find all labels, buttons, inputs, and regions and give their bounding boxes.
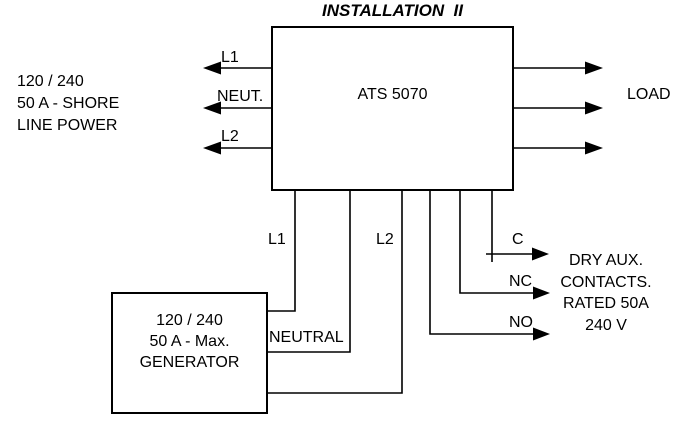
diagram-title: INSTALLATION II xyxy=(321,1,464,20)
aux-c-wire xyxy=(486,190,549,262)
load-wire-3 xyxy=(513,141,603,155)
generator-neutral-wire xyxy=(267,190,351,353)
aux-c-label: C xyxy=(512,231,524,248)
aux-contacts-line: DRY AUX. xyxy=(568,252,644,269)
generator-line: GENERATOR xyxy=(139,354,240,371)
load-label: LOAD xyxy=(627,86,671,103)
generator-neutral-label: NEUTRAL xyxy=(269,329,344,346)
generator-l2-wire xyxy=(267,190,403,394)
generator-line: 50 A - Max. xyxy=(149,333,230,350)
shore-neutral-label: NEUT. xyxy=(217,88,264,105)
generator-l1-wire xyxy=(267,190,296,312)
shore-l2-label: L2 xyxy=(221,128,239,145)
generator-l2-label: L2 xyxy=(376,231,394,248)
shore-power-text: 120 / 240 50 A - SHORE LINE POWER xyxy=(17,71,119,137)
ats-label: ATS 5070 xyxy=(357,86,428,103)
shore-l1-label: L1 xyxy=(221,49,239,66)
shore-power-line: 50 A - SHORE xyxy=(17,95,120,112)
load-wire-2 xyxy=(513,101,603,115)
ats-box xyxy=(271,26,514,191)
generator-line: 120 / 240 xyxy=(156,312,223,329)
generator-l1-label: L1 xyxy=(268,231,286,248)
aux-nc-label: NC xyxy=(509,273,533,290)
generator-text: 120 / 240 50 A - Max. GENERATOR xyxy=(111,292,268,373)
aux-no-label: NO xyxy=(509,314,533,331)
aux-contacts-line: 240 V xyxy=(585,317,627,335)
shore-power-line: LINE POWER xyxy=(17,117,118,134)
aux-contacts-line: CONTACTS. xyxy=(560,273,652,291)
aux-contacts-text: DRY AUX. CONTACTS. RATED 50A 240 V xyxy=(551,250,661,337)
aux-nc-wire xyxy=(459,190,550,300)
aux-contacts-line: RATED 50A xyxy=(563,295,649,313)
generator-box xyxy=(111,292,268,414)
load-wire-1 xyxy=(513,61,603,75)
shore-power-line: 120 / 240 xyxy=(17,73,84,90)
